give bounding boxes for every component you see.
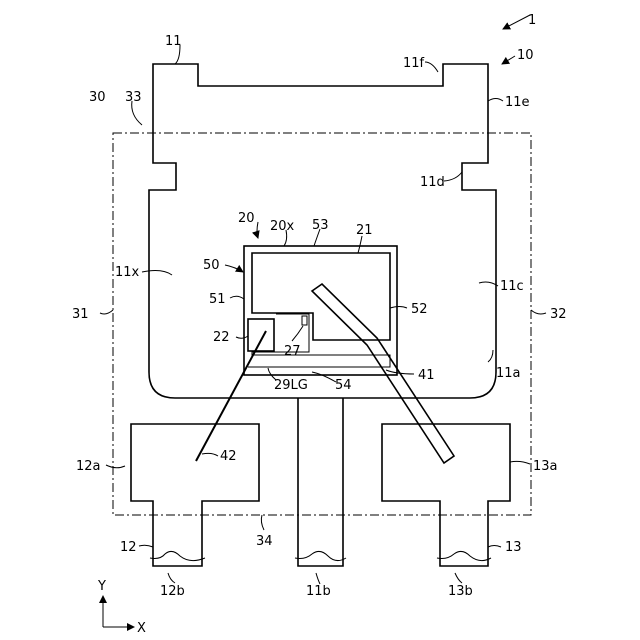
label-33: 33: [125, 90, 142, 105]
leader-lines: [100, 15, 546, 584]
label-11f: 11f: [403, 56, 425, 71]
label-12b: 12b: [160, 584, 185, 599]
axis-x-label: X: [137, 621, 146, 636]
label-12: 12: [120, 540, 137, 555]
axis-y-label: Y: [97, 579, 106, 594]
label-10: 10: [517, 48, 534, 63]
label-31: 31: [72, 307, 89, 322]
label-34: 34: [256, 534, 273, 549]
label-11a: 11a: [496, 366, 521, 381]
label-11c: 11c: [500, 279, 524, 294]
label-12a: 12a: [76, 459, 101, 474]
wire-42: [196, 331, 266, 461]
label-13: 13: [505, 540, 522, 555]
label-11d: 11d: [420, 175, 445, 190]
pad-22: [248, 319, 274, 351]
label-13a: 13a: [533, 459, 558, 474]
label-11x: 11x: [115, 265, 140, 280]
label-20x: 20x: [270, 219, 295, 234]
lead-11b: [298, 398, 343, 566]
label-20: 20: [238, 211, 255, 226]
label-54: 54: [335, 378, 352, 393]
label-22: 22: [213, 330, 230, 345]
label-53: 53: [312, 218, 329, 233]
pad-27: [302, 316, 307, 325]
label-52: 52: [411, 302, 428, 317]
label-13b: 13b: [448, 584, 473, 599]
label-29LG: 29LG: [274, 378, 308, 393]
lead-13: [382, 424, 510, 566]
axes-icon: [103, 596, 134, 627]
label-32: 32: [550, 307, 567, 322]
label-27: 27: [284, 344, 301, 359]
label-21: 21: [356, 223, 373, 238]
break-12b: [150, 551, 205, 560]
label-41: 41: [418, 368, 435, 383]
label-42: 42: [220, 449, 237, 464]
lead-12: [131, 424, 259, 566]
label-30: 30: [89, 90, 106, 105]
label-11: 11: [165, 34, 182, 49]
label-11e: 11e: [505, 95, 530, 110]
label-11b: 11b: [306, 584, 331, 599]
region-21: [252, 253, 390, 340]
break-13b: [437, 551, 491, 560]
break-11b: [295, 551, 346, 560]
label-50: 50: [203, 258, 220, 273]
label-fig: 1: [528, 13, 536, 28]
label-51: 51: [209, 292, 226, 307]
